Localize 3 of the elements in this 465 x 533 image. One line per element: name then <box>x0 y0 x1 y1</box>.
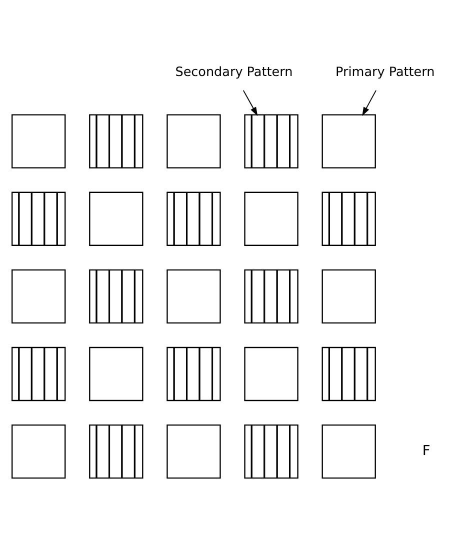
label: F <box>422 443 430 460</box>
node-text: Primary Pattern <box>336 64 435 80</box>
node-text: Secondary Pattern <box>175 64 293 80</box>
